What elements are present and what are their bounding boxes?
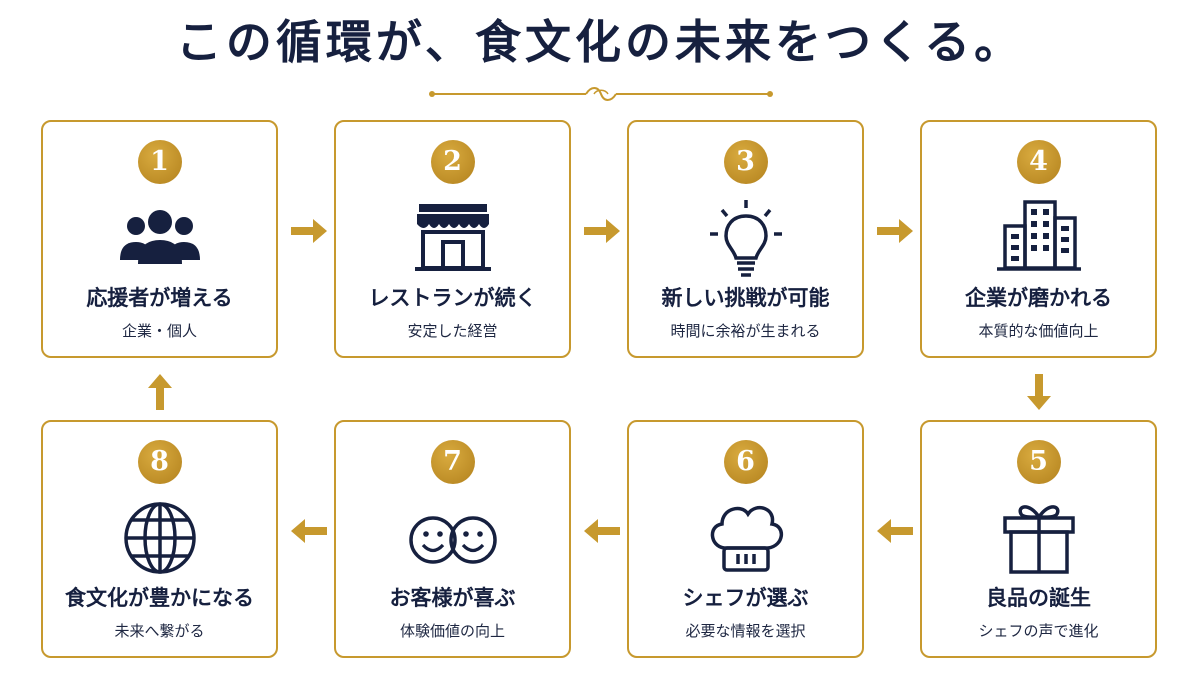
arrow-down-4-to-5 bbox=[1017, 370, 1061, 414]
smiling-faces-icon bbox=[403, 492, 503, 582]
step-subtitle: 体験価値の向上 bbox=[399, 622, 505, 640]
step-subtitle: 企業・個人 bbox=[121, 322, 197, 340]
arrow-right-3-to-4 bbox=[873, 209, 917, 253]
step-number-badge: 7 bbox=[430, 440, 475, 484]
cycle-step-card-7: 7 お客様が喜ぶ 体験価値の向上 bbox=[334, 420, 571, 658]
step-title: レストランが続く bbox=[368, 286, 537, 310]
step-number-badge: 8 bbox=[137, 440, 182, 484]
people-group-icon bbox=[110, 192, 210, 282]
step-subtitle: 時間に余裕が生まれる bbox=[670, 322, 821, 340]
arrow-up-8-to-1 bbox=[138, 370, 182, 414]
cycle-step-card-3: 3 新しい挑戦が可能 時間に余裕が生まれる bbox=[627, 120, 864, 358]
office-building-icon bbox=[989, 192, 1089, 282]
lightbulb-icon bbox=[696, 192, 796, 282]
step-title: お客様が喜ぶ bbox=[389, 586, 516, 610]
step-number-badge: 5 bbox=[1016, 440, 1061, 484]
chef-hat-icon bbox=[696, 492, 796, 582]
step-number-badge: 4 bbox=[1016, 140, 1061, 184]
step-number-badge: 2 bbox=[430, 140, 475, 184]
step-subtitle: 本質的な価値向上 bbox=[978, 322, 1099, 340]
globe-icon bbox=[110, 492, 210, 582]
step-subtitle: 未来へ繋がる bbox=[114, 622, 205, 640]
gift-box-icon bbox=[989, 492, 1089, 582]
arrow-left-5-to-6 bbox=[873, 509, 917, 553]
cycle-step-card-1: 1 応援者が増える 企業・個人 bbox=[41, 120, 278, 358]
step-subtitle: 必要な情報を選択 bbox=[685, 622, 806, 640]
step-subtitle: シェフの声で進化 bbox=[978, 622, 1099, 640]
cycle-step-card-5: 5 良品の誕生 シェフの声で進化 bbox=[920, 420, 1157, 658]
step-title: シェフが選ぶ bbox=[682, 586, 809, 610]
cycle-step-card-8: 8 食文化が豊かになる 未来へ繋がる bbox=[41, 420, 278, 658]
step-title: 食文化が豊かになる bbox=[65, 586, 254, 610]
step-title: 応援者が増える bbox=[86, 286, 233, 310]
step-subtitle: 安定した経営 bbox=[407, 322, 498, 340]
arrow-left-7-to-8 bbox=[287, 509, 331, 553]
step-number-badge: 3 bbox=[723, 140, 768, 184]
step-title: 企業が磨かれる bbox=[965, 286, 1112, 310]
step-number-badge: 1 bbox=[137, 140, 182, 184]
storefront-icon bbox=[403, 192, 503, 282]
page-title: この循環が、食文化の未来をつくる。 bbox=[175, 15, 1025, 69]
cycle-step-card-2: 2 レストランが続く 安定した経営 bbox=[334, 120, 571, 358]
step-title: 新しい挑戦が可能 bbox=[661, 286, 830, 310]
arrow-left-6-to-7 bbox=[580, 509, 624, 553]
arrow-right-1-to-2 bbox=[287, 209, 331, 253]
arrow-right-2-to-3 bbox=[580, 209, 624, 253]
step-number-badge: 6 bbox=[723, 440, 768, 484]
cycle-step-card-6: 6 シェフが選ぶ 必要な情報を選択 bbox=[627, 420, 864, 658]
cycle-step-card-4: 4 企業が磨かれる 本質的な価値向上 bbox=[920, 120, 1157, 358]
title-ornament-divider bbox=[429, 87, 773, 101]
step-title: 良品の誕生 bbox=[986, 586, 1091, 610]
